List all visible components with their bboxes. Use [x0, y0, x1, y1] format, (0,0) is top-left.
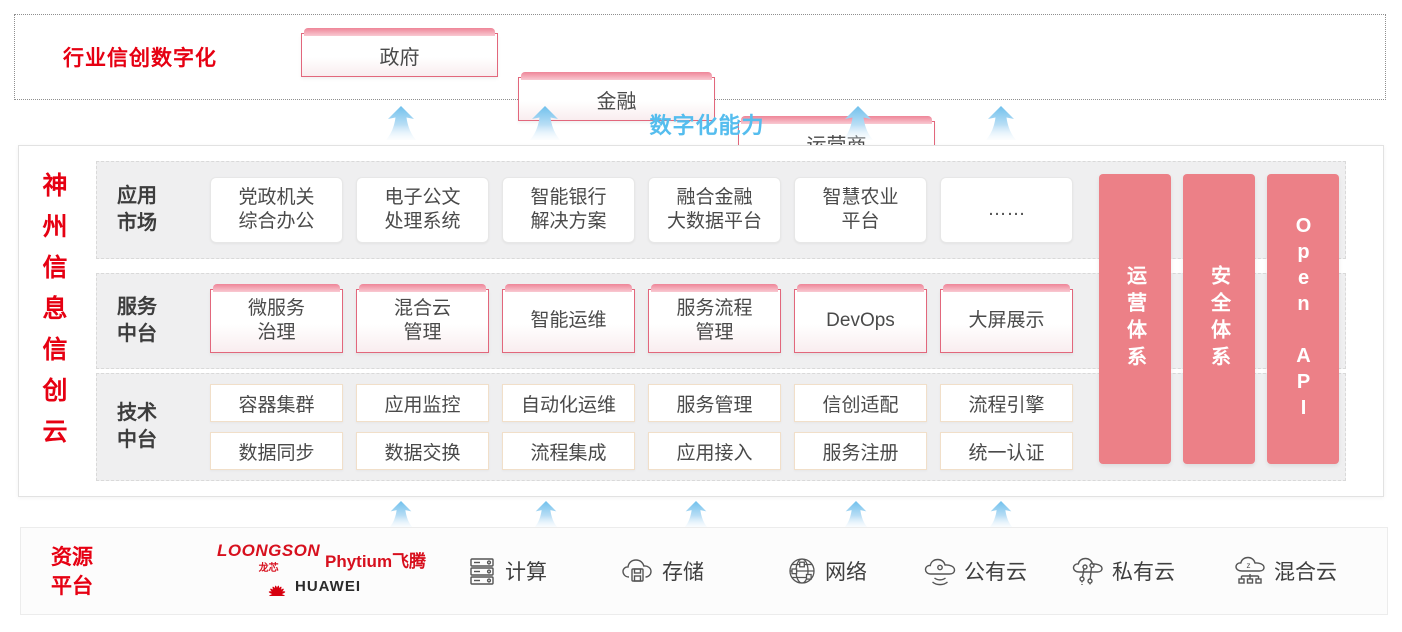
app-box-more: ……: [940, 177, 1073, 243]
resource-item-network: 网络: [786, 555, 867, 587]
service-box: 微服务 治理: [210, 284, 343, 353]
industry-box-government: 政府: [301, 28, 498, 77]
resource-platform-panel: 资源 平台 LOONGSON 龙芯 Phytium飞腾 HUAWEI: [20, 527, 1388, 615]
app-box: 智能银行 解决方案: [502, 177, 635, 243]
huawei-petal-icon: [268, 585, 286, 596]
service-box: 服务流程 管理: [648, 284, 781, 353]
up-arrow-icon: [534, 501, 558, 528]
up-arrow-icon: [530, 106, 560, 140]
industry-band-title: 行业信创数字化: [63, 47, 217, 70]
tech-box: 数据同步: [210, 432, 343, 470]
app-box: 党政机关 综合办公: [210, 177, 343, 243]
resource-item-public-cloud: 公有云: [923, 555, 1027, 587]
service-platform-row: 服务 中台 微服务 治理 混合云 管理 智能运维 服务流程 管理 DevOps …: [96, 273, 1346, 369]
compute-server-icon: [470, 558, 494, 585]
service-box: DevOps: [794, 284, 927, 353]
resource-item-hybrid-cloud: z 混合云: [1233, 555, 1337, 587]
svg-text:z: z: [1247, 561, 1251, 570]
private-cloud-icon: [1072, 557, 1103, 586]
tech-box: 应用接入: [648, 432, 781, 470]
row-label-app-market: 应用 市场: [117, 185, 157, 234]
tech-box: 服务注册: [794, 432, 927, 470]
resource-item-compute: 计算: [466, 555, 547, 587]
service-box: 智能运维: [502, 284, 635, 353]
hybrid-cloud-icon: z: [1235, 556, 1265, 584]
tech-box: 统一认证: [940, 432, 1073, 470]
resource-platform-title: 资源 平台: [51, 546, 93, 598]
tech-box: 服务管理: [648, 384, 781, 422]
up-arrow-icon: [989, 501, 1013, 528]
tech-box: 容器集群: [210, 384, 343, 422]
app-box: 智慧农业 平台: [794, 177, 927, 243]
up-arrow-icon: [843, 106, 873, 140]
cloud-platform-panel: 神州信息信创云 应用 市场 党政机关 综合办公 电子公文 处理系统 智能银行 解…: [18, 145, 1384, 497]
resource-item-storage: 存储: [621, 555, 704, 587]
up-arrow-icon: [986, 106, 1016, 140]
row-label-service: 服务 中台: [117, 296, 157, 345]
loongson-logo: LOONGSON 龙芯: [217, 541, 321, 574]
up-arrow-icon: [844, 501, 868, 528]
storage-cloud-icon: [622, 559, 652, 582]
phytium-logo: Phytium飞腾: [325, 552, 427, 571]
app-box: 融合金融 大数据平台: [648, 177, 781, 243]
tech-box: 应用监控: [356, 384, 489, 422]
tech-platform-row: 技术 中台 容器集群 数据同步 应用监控 数据交换 自动化运维 流程集成 服务管…: [96, 373, 1346, 481]
huawei-logo: HUAWEI: [265, 577, 361, 596]
side-bar-security-system: 安全体系: [1183, 174, 1255, 464]
tech-box: 流程集成: [502, 432, 635, 470]
up-arrow-icon: [684, 501, 708, 528]
public-cloud-icon: [924, 558, 956, 586]
tech-box: 数据交换: [356, 432, 489, 470]
up-arrow-icon: [386, 106, 416, 140]
side-bar-operation-system: 运营体系: [1099, 174, 1171, 464]
resource-item-private-cloud: 私有云: [1071, 555, 1175, 587]
network-globe-icon: [789, 558, 815, 584]
platform-title: 神州信息信创云: [39, 172, 67, 459]
side-bar-open-api: Open API: [1267, 174, 1339, 464]
app-box: 电子公文 处理系统: [356, 177, 489, 243]
digital-capability-caption: 数字化能力: [649, 113, 765, 138]
service-box: 混合云 管理: [356, 284, 489, 353]
tech-box: 自动化运维: [502, 384, 635, 422]
up-arrow-icon: [389, 501, 413, 528]
row-label-tech: 技术 中台: [117, 402, 157, 451]
industry-band: 行业信创数字化 政府 金融 运营商 制造 ……: [14, 14, 1386, 253]
tech-box: 流程引擎: [940, 384, 1073, 422]
service-box: 大屏展示: [940, 284, 1073, 353]
tech-box: 信创适配: [794, 384, 927, 422]
